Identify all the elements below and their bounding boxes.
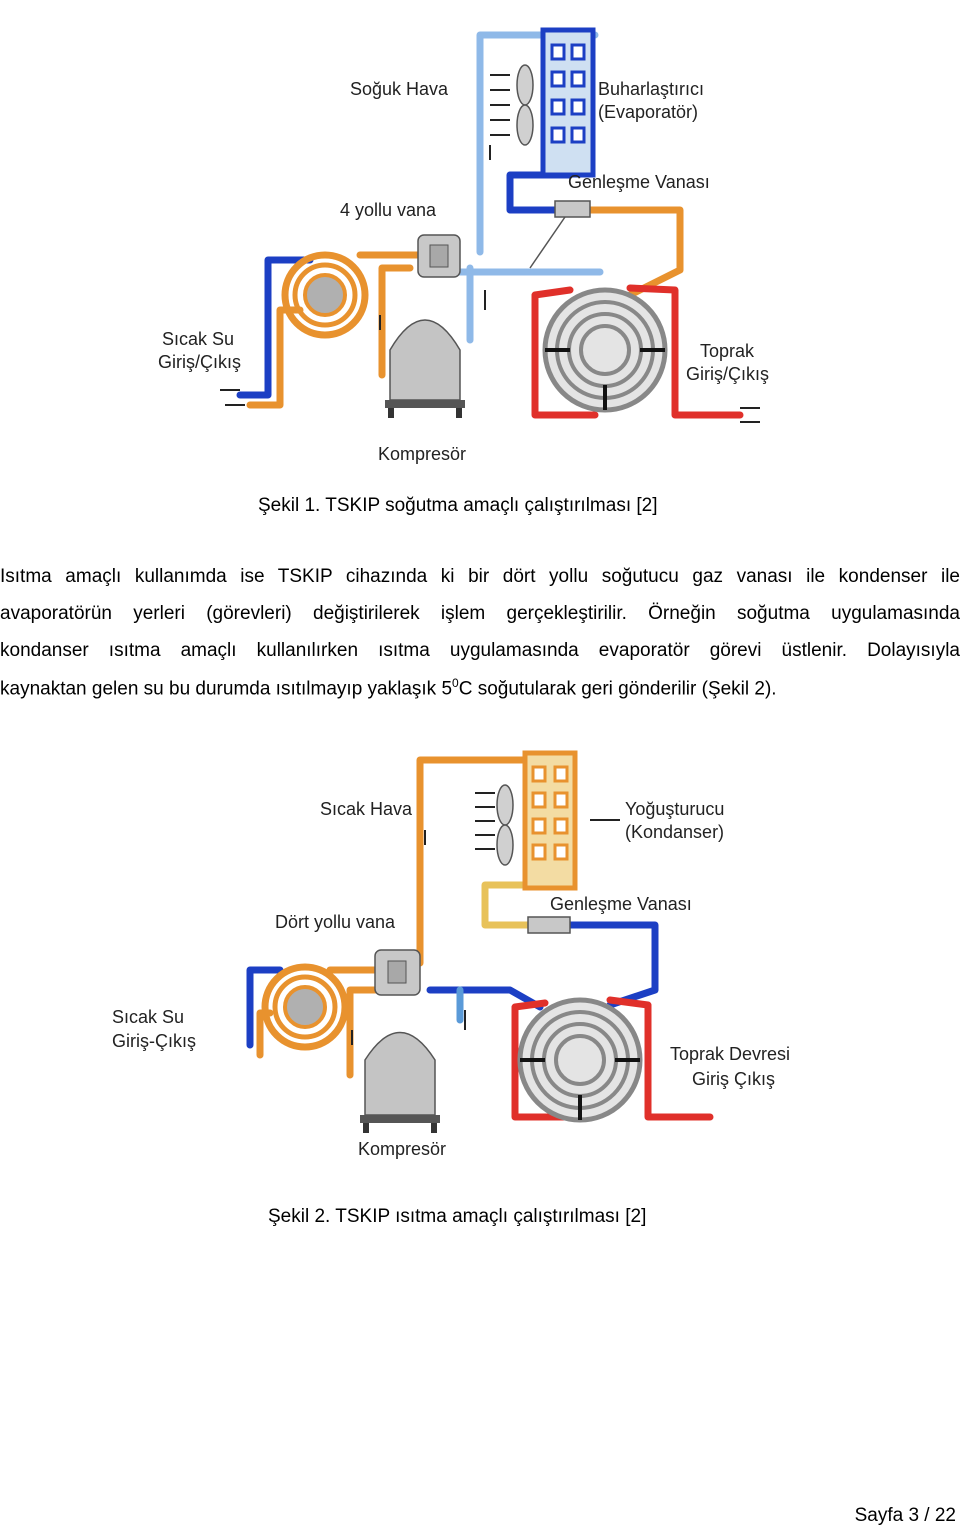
label-hot-water-line1: Sıcak Su <box>112 1007 184 1027</box>
label-ground-line2: Giriş/Çıkış <box>686 364 769 384</box>
expansion-valve <box>554 200 591 218</box>
figure-2-heating-diagram: Sıcak Hava Yoğuşturucu (Kondanser) Genle… <box>112 750 790 1159</box>
fan-icon <box>516 64 534 146</box>
pipe-compressor-out <box>378 264 414 379</box>
pipe-expansion-out <box>586 206 684 299</box>
label-expansion-valve: Genleşme Vanası <box>568 172 710 192</box>
hot-water-coil <box>281 251 369 339</box>
label-condenser-line2: (Kondanser) <box>625 822 724 842</box>
pipe-compressor-out <box>346 986 384 1079</box>
pipe-condenser-out <box>481 881 544 929</box>
paragraph-line: kaynaktan gelen su bu durumda ısıtılmayı… <box>0 676 960 702</box>
label-ground-line1: Toprak Devresi <box>670 1044 790 1064</box>
compressor <box>360 1031 440 1133</box>
figure-1-caption: Şekil 1. TSKIP soğutma amaçlı çalıştırıl… <box>258 495 658 516</box>
pipe-discharge <box>416 756 544 967</box>
label-condenser-line1: Yoğuşturucu <box>625 799 724 819</box>
evaporator <box>540 27 596 178</box>
figure-1-cooling-diagram: Soğuk Hava Buharlaştırıcı (Evaporatör) G… <box>158 27 769 464</box>
label-expansion-valve: Genleşme Vanası <box>550 894 692 914</box>
label-compressor: Kompresör <box>358 1139 446 1159</box>
label-hot-water-line2: Giriş/Çıkış <box>158 352 241 372</box>
air-arrows-icon <box>475 792 620 850</box>
fan-icon <box>496 784 514 866</box>
label-ground-line1: Toprak <box>700 341 755 361</box>
label-hot-water-line1: Sıcak Su <box>162 329 234 349</box>
paragraph-line: avaporatörün yerleri (görevleri) değişti… <box>0 603 960 624</box>
label-hot-air: Sıcak Hava <box>320 799 413 819</box>
label-four-way-valve: Dört yollu vana <box>275 912 396 932</box>
pipe-expansion-out <box>566 921 659 1009</box>
superscript-zero: 0 <box>452 676 459 690</box>
pipe-hot-water-blue <box>236 256 314 399</box>
flow-arrows-icon <box>220 145 760 423</box>
compressor <box>385 319 465 418</box>
label-four-way-valve: 4 yollu vana <box>340 200 437 220</box>
ground-coil <box>517 997 643 1123</box>
expansion-valve-pointer <box>529 216 566 269</box>
pipe-ground-loop-left <box>531 286 599 419</box>
pipe-hot-water-blue <box>246 966 284 1049</box>
four-way-valve <box>417 234 461 278</box>
paragraph-text: kaynaktan gelen su bu durumda ısıtılmayı… <box>0 678 453 700</box>
ground-coil <box>542 287 668 413</box>
pipe-hot-water-orange <box>246 306 304 409</box>
page-number: Sayfa 3 / 22 <box>854 1505 956 1526</box>
pipe-ground-loop-right <box>626 284 744 419</box>
label-hot-water-line2: Giriş-Çıkış <box>112 1031 196 1051</box>
pipe-ground-loop-left <box>511 999 574 1121</box>
label-evaporator-line2: (Evaporatör) <box>598 102 698 122</box>
paragraph-line: Isıtma amaçlı kullanımda ise TSKIP cihaz… <box>0 566 960 587</box>
four-way-valve <box>374 949 421 996</box>
pipe-ground-loop-right <box>606 996 714 1121</box>
air-arrows-icon <box>490 74 510 136</box>
pipe-evaporator-out <box>506 171 574 214</box>
paragraph-text: C soğutularak geri gönderilir (Şekil 2). <box>458 678 777 700</box>
expansion-valve <box>527 916 571 934</box>
figure-2-caption: Şekil 2. TSKIP ısıtma amaçlı çalıştırılm… <box>268 1206 647 1227</box>
label-cold-air: Soğuk Hava <box>350 79 449 99</box>
label-compressor: Kompresör <box>378 444 466 464</box>
condenser <box>522 750 578 891</box>
flow-arrows-icon <box>351 830 466 1045</box>
hot-water-coil <box>261 963 349 1051</box>
label-ground-line2: Giriş Çıkış <box>692 1069 775 1089</box>
label-evaporator-line1: Buharlaştırıcı <box>598 79 704 99</box>
paragraph-line: kondanser ısıtma amaçlı kullanılırken ıs… <box>0 640 960 661</box>
